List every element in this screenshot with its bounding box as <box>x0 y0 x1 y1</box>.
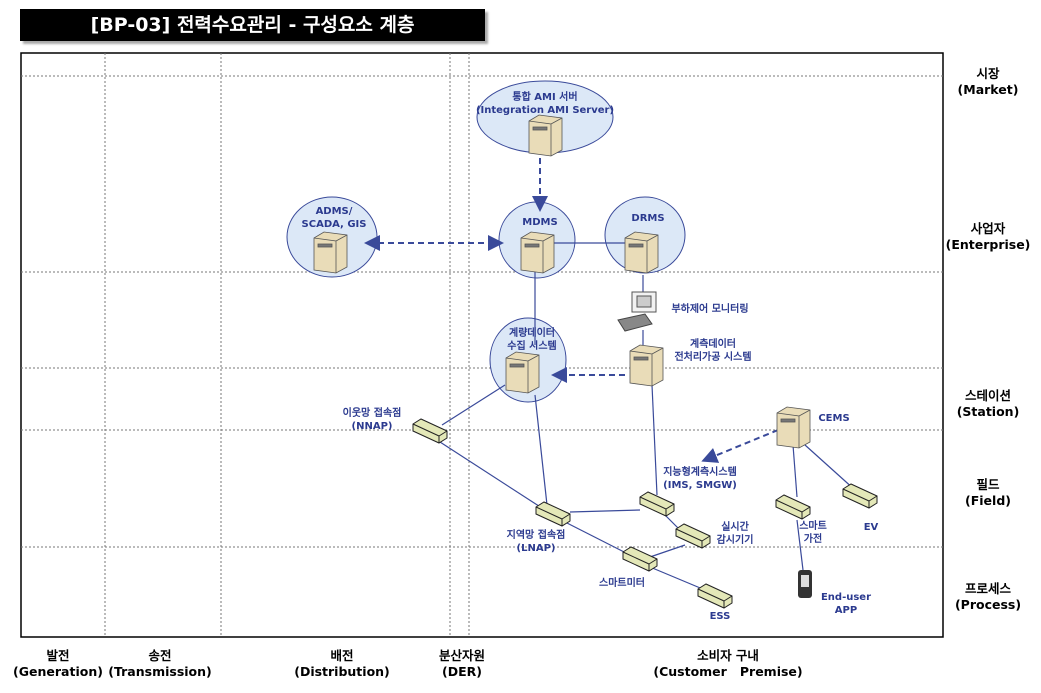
links <box>439 242 856 591</box>
frame <box>20 52 944 638</box>
server-meas-icon <box>629 344 664 387</box>
server-collect-icon <box>505 351 540 394</box>
label-line: (Transmission) <box>108 664 212 679</box>
label-line: 시장 <box>976 66 1000 81</box>
label-line: 통합 AMI 서버 <box>512 92 578 103</box>
label-line: (DER) <box>442 664 482 679</box>
label-line: (IMS, SMGW) <box>663 480 737 491</box>
ims-label: 지능형계측시스템 (IMS, SMGW) <box>663 466 737 492</box>
label-line: 스테이션 <box>964 388 1011 403</box>
rt-device-icon <box>675 523 711 549</box>
label-line: 지능형계측시스템 <box>663 467 737 478</box>
label-line: (LNAP) <box>516 543 556 554</box>
server-cems-icon <box>776 406 811 449</box>
cems-label: CEMS <box>818 413 850 424</box>
mdms-label: MDMS <box>522 217 558 228</box>
domain-transmission: 송전(Transmission) <box>108 648 211 680</box>
phone-icon <box>798 570 812 598</box>
pc-icon <box>617 291 657 332</box>
layer-enterprise: 사업자(Enterprise) <box>946 221 1031 253</box>
label-line: 필드 <box>976 477 1000 492</box>
label-line: 이웃망 접속점 <box>342 408 402 419</box>
label-line: (Integration AMI Server) <box>475 105 615 116</box>
label-line: 계측데이터 <box>690 339 736 350</box>
layer-field: 필드(Field) <box>965 477 1011 509</box>
label-line: 스마트 <box>799 521 827 532</box>
layer-market: 시장(Market) <box>958 66 1019 98</box>
label-line: APP <box>834 605 858 616</box>
label-line: 송전 <box>148 648 172 663</box>
label-line: (Market) <box>957 82 1019 97</box>
lnap-device-icon <box>535 501 571 527</box>
label-line: (Enterprise) <box>945 237 1031 252</box>
appliance-device-icon <box>775 494 811 520</box>
layer-process: 프로세스(Process) <box>955 581 1021 613</box>
domain-distribution: 배전(Distribution) <box>294 648 390 680</box>
nnap-label: 이웃망 접속점 (NNAP) <box>343 407 402 433</box>
nnap-device-icon <box>412 418 448 444</box>
label-line: (Process) <box>954 597 1022 612</box>
label-line: 발전 <box>46 648 70 663</box>
label-line: 분산자원 <box>438 648 486 663</box>
server-mdms-icon <box>520 231 555 274</box>
label-line: (Field) <box>965 493 1011 508</box>
ev-label: EV <box>863 522 879 533</box>
drms-label: DRMS <box>631 213 665 224</box>
label-line: (Customer Premise) <box>653 664 803 679</box>
smart-meter-label: 스마트미터 <box>599 578 645 589</box>
domain-generation: 발전(Generation) <box>13 648 103 680</box>
page-title: [BP-03] 전력수요관리 - 구성요소 계층 <box>20 9 485 41</box>
label-line: 소비자 구내 <box>697 648 759 663</box>
label-line: 배전 <box>330 648 354 663</box>
grid-lines <box>21 53 943 637</box>
load-monitoring-label: 부하제어 모니터링 <box>671 304 749 315</box>
label-line: (Generation) <box>13 664 103 679</box>
label-line: (Station) <box>956 404 1020 419</box>
label-line: 감시기기 <box>716 535 754 546</box>
label-line: 가전 <box>803 534 823 545</box>
adms-label: ADMS/SCADA, GIS <box>302 205 367 231</box>
meter-device-icon <box>622 546 658 572</box>
label-line: (NNAP) <box>351 421 393 432</box>
ess-label: ESS <box>709 611 731 622</box>
domain-customer-premise: 소비자 구내(Customer Premise) <box>653 648 802 680</box>
label-line: 전처리가공 시스템 <box>674 352 752 363</box>
label-line: ADMS/ <box>315 206 353 217</box>
server-ami-icon <box>528 114 563 157</box>
label-line: (Distribution) <box>294 664 390 679</box>
domain-der: 분산자원(DER) <box>439 648 485 680</box>
label-line: End-user <box>820 592 872 603</box>
label-line: 지역망 접속점 <box>506 530 566 541</box>
label-line: 실시간 <box>721 522 749 533</box>
label-line: 수집 시스템 <box>507 341 557 352</box>
label-line: 계량데이터 <box>508 328 555 339</box>
ami-server-label: 통합 AMI 서버 (Integration AMI Server) <box>476 91 614 117</box>
ess-device-icon <box>697 583 733 609</box>
ims-device-icon <box>639 491 675 517</box>
server-drms-icon <box>624 231 659 274</box>
lnap-label: 지역망 접속점 (LNAP) <box>507 529 566 555</box>
layer-station: 스테이션(Station) <box>957 388 1020 420</box>
dashed-flows <box>364 158 779 463</box>
label-line: SCADA, GIS <box>301 219 367 230</box>
label-line: 사업자 <box>970 221 1006 236</box>
server-adms-icon <box>313 231 348 274</box>
label-line: 프로세스 <box>964 581 1012 596</box>
ev-device-icon <box>842 483 878 509</box>
